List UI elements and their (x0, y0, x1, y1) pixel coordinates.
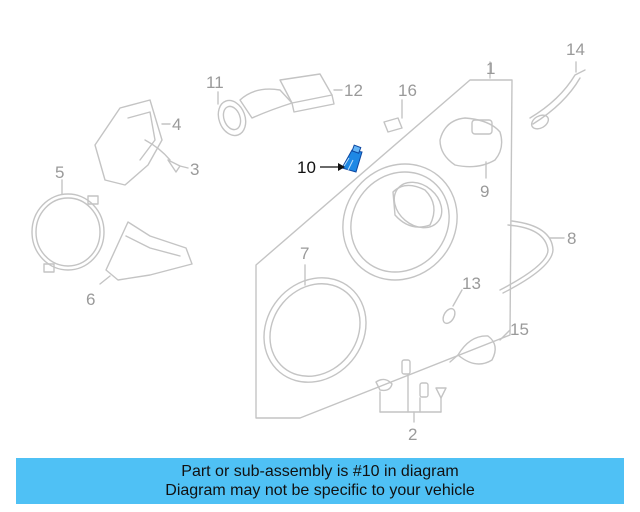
housing-panel (255, 79, 513, 419)
label-6: 6 (86, 290, 95, 309)
leader-arrow-10 (320, 163, 345, 171)
banner-line-2: Diagram may not be specific to your vehi… (165, 482, 475, 499)
ring-5 (31, 179, 105, 273)
socket-11 (217, 91, 247, 137)
label-1: 1 (486, 59, 495, 78)
info-banner: Part or sub-assembly is #10 in diagram D… (16, 458, 624, 504)
duct-6 (99, 221, 193, 285)
highlighted-part-10 (341, 144, 363, 173)
lamp-socket-9 (439, 117, 503, 179)
label-15: 15 (510, 320, 529, 339)
label-16: 16 (398, 81, 417, 100)
trim-strip-8 (499, 224, 549, 291)
label-2: 2 (408, 425, 417, 444)
label-3: 3 (190, 160, 199, 179)
ballast-12 (239, 73, 343, 119)
label-11: 11 (206, 73, 224, 92)
bulb-socket-15 (449, 329, 511, 365)
label-10: 10 (297, 158, 316, 177)
label-14: 14 (566, 40, 585, 59)
label-7: 7 (300, 244, 309, 263)
label-8: 8 (567, 229, 576, 248)
lower-lens (263, 264, 367, 383)
wire-harness-14 (529, 61, 586, 130)
label-12: 12 (344, 81, 363, 100)
bulb-13 (442, 289, 463, 325)
label-9: 9 (480, 182, 489, 201)
fasteners-2 (375, 359, 447, 423)
banner-line-1: Part or sub-assembly is #10 in diagram (181, 463, 459, 480)
upper-reflector (342, 163, 458, 281)
label-5: 5 (55, 163, 64, 182)
label-4: 4 (172, 115, 181, 134)
parts-diagram: 1 2 3 4 5 6 7 8 9 10 11 12 13 14 15 16 (31, 40, 586, 444)
label-13: 13 (462, 274, 481, 293)
screw-16 (383, 99, 403, 133)
clip-3 (167, 159, 189, 173)
bracket-4 (94, 99, 171, 186)
